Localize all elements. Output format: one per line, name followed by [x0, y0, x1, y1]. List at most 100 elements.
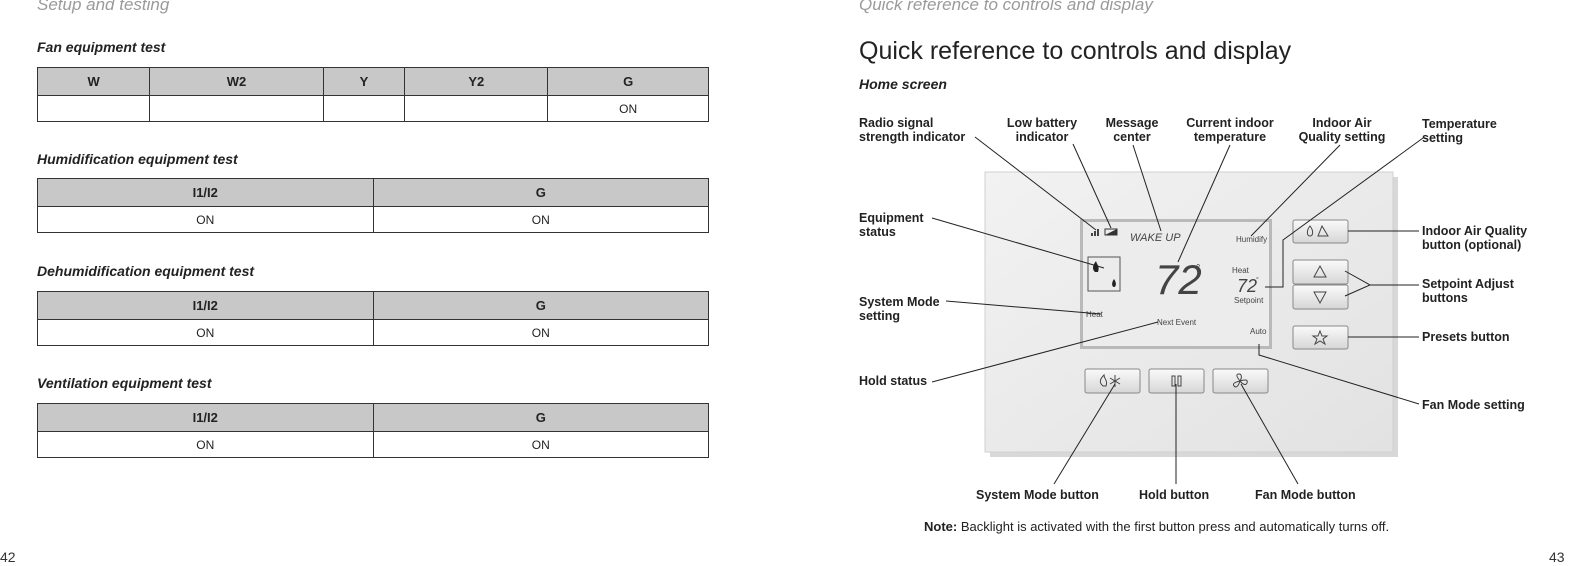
left-page-header: Setup and testing — [37, 0, 170, 14]
presets-button[interactable] — [1292, 325, 1349, 350]
display-setpoint-label: Setpoint — [1234, 296, 1264, 305]
table-header: G — [547, 67, 709, 96]
table-header: W2 — [149, 67, 324, 96]
callout-line: status — [859, 225, 896, 239]
display-humidify: Humidify — [1236, 235, 1267, 244]
table-header: I1/I2 — [37, 403, 374, 432]
fan-test-table: W W2 Y Y2 G ON — [36, 67, 709, 122]
leader-lines — [931, 136, 1424, 485]
callout-line: Temperature — [1422, 117, 1497, 131]
setpoint-up-button[interactable] — [1292, 259, 1349, 285]
fan-mode-button[interactable] — [1212, 368, 1269, 394]
ventilation-test-table: I1/I2 G ON ON — [37, 403, 709, 458]
table-header: Y2 — [404, 67, 549, 96]
callout-line: Low battery — [1006, 116, 1078, 130]
right-page-header: Quick reference to controls and display — [859, 0, 1153, 14]
callout-line: buttons — [1422, 291, 1468, 305]
home-screen-heading: Home screen — [859, 76, 947, 92]
left-page-number: 42 — [0, 549, 16, 565]
callout-line: Radio signal — [859, 116, 934, 130]
table-header: Y — [322, 67, 406, 96]
display-mode: Heat — [1086, 310, 1104, 319]
humidification-test-table: I1/I2 G ON ON — [37, 178, 709, 233]
callout-line: setting — [859, 309, 900, 323]
callout-line: indicator — [1015, 130, 1069, 144]
callout-line: Indoor Air — [1312, 116, 1372, 130]
table-header: I1/I2 — [37, 291, 374, 320]
callout-line: Setpoint Adjust — [1422, 277, 1514, 291]
callout-line: System Mode — [859, 295, 940, 309]
signal-icon — [1091, 229, 1099, 236]
callout-hold-status: Hold status — [859, 374, 928, 388]
triangle-down-icon — [1313, 291, 1327, 305]
table-cell — [149, 95, 324, 122]
callout-line: Message — [1105, 116, 1159, 130]
ventilation-test-title: Ventilation equipment test — [37, 375, 212, 391]
display-next-event: Next Event — [1157, 318, 1197, 327]
setpoint-degree: ° — [1256, 276, 1259, 284]
setpoint-down-button[interactable] — [1292, 284, 1349, 310]
callout-line: setting — [1422, 131, 1463, 145]
dehumidification-test-table: I1/I2 G ON ON — [37, 291, 709, 346]
triangle-up-icon — [1313, 264, 1327, 278]
battery-icon — [1104, 228, 1118, 236]
table-cell: ON — [372, 319, 709, 346]
table-cell: ON — [547, 95, 709, 122]
table-cell — [404, 95, 549, 122]
right-page-number: 43 — [1549, 549, 1565, 565]
table-header: G — [372, 291, 709, 320]
display-fan-mode: Auto — [1250, 327, 1267, 336]
flame-icon — [1099, 373, 1108, 387]
table-cell: ON — [37, 319, 374, 346]
note-label: Note: — [924, 519, 958, 534]
droplet-icon — [1306, 225, 1314, 237]
current-temp-value: 72 — [1155, 256, 1202, 303]
callout-hold-button: Hold button — [1139, 488, 1210, 502]
callout-fan-mode-setting: Fan Mode setting — [1422, 398, 1525, 412]
callout-line: strength indicator — [859, 130, 966, 144]
equipment-status-box — [1087, 256, 1121, 292]
humidification-test-title: Humidification equipment test — [37, 151, 238, 167]
table-cell: ON — [372, 431, 709, 458]
table-header: G — [372, 403, 709, 432]
dehumidification-test-title: Dehumidification equipment test — [37, 263, 255, 279]
display-heat-label: Heat — [1232, 266, 1250, 275]
callout-line: button (optional) — [1422, 238, 1522, 252]
droplet-icon — [1112, 279, 1116, 287]
callout-fan-mode-button: Fan Mode button — [1255, 488, 1356, 502]
table-cell: ON — [372, 206, 709, 233]
backlight-note: Note: Backlight is activated with the fi… — [924, 519, 1389, 534]
snowflake-icon — [1109, 375, 1121, 387]
page-title: Quick reference to controls and display — [859, 37, 1292, 65]
pause-icon — [1171, 375, 1176, 387]
iaq-button[interactable] — [1292, 219, 1349, 244]
table-cell — [322, 95, 406, 122]
setpoint-temp-value: 72 — [1237, 276, 1257, 296]
fan-test-title: Fan equipment test — [37, 39, 166, 55]
iaq-icon — [1317, 224, 1329, 237]
table-cell: ON — [37, 206, 374, 233]
callout-line: Quality setting — [1298, 130, 1386, 144]
callout-system-mode-button: System Mode button — [976, 488, 1099, 502]
system-mode-button[interactable] — [1084, 368, 1141, 394]
display-message: WAKE UP — [1130, 232, 1181, 244]
fan-icon — [1233, 373, 1248, 388]
callout-line: Indoor Air Quality — [1422, 224, 1528, 238]
callout-line: center — [1113, 130, 1151, 144]
callout-line: Current indoor — [1186, 116, 1274, 130]
callout-presets-button: Presets button — [1422, 330, 1510, 344]
flame-icon — [1093, 261, 1099, 272]
callout-line: Equipment — [859, 211, 924, 225]
table-cell — [36, 95, 151, 122]
